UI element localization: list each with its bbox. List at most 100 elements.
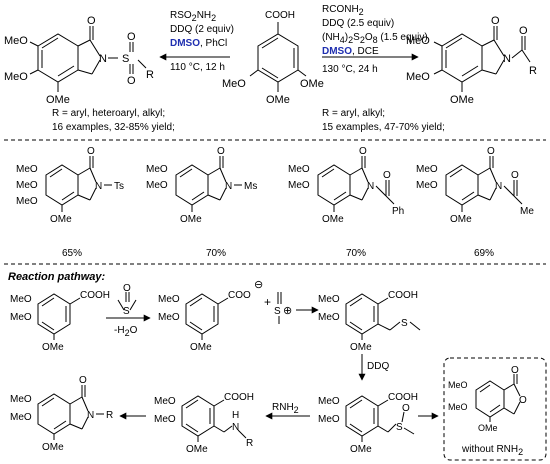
atom-o: O [519,25,528,37]
label-meo: MeO [10,394,32,405]
label-ome: OMe [350,342,372,353]
label-meo: MeO [154,396,176,407]
atom-o: O [511,170,519,181]
label-meo: MeO [158,312,180,323]
label-ome: OMe [186,444,208,455]
yield-ms: 70% [206,248,226,259]
label-cooh: COOH [388,392,418,403]
label-meo: MeO [318,294,340,305]
atom-o: O [402,403,410,414]
label-ome: OMe [450,214,472,225]
yield-benzoyl: 70% [346,248,366,259]
minus-water: -H2O [114,325,138,338]
example-ts-structure [45,156,112,212]
product-sulfonyl-isoindolinone [29,26,147,92]
start-trimethoxybenzoic-acid [249,22,307,92]
label-meo: MeO [16,164,38,175]
atom-s: S [123,306,130,317]
atom-n: N [495,181,502,192]
plus-sign: + [264,295,271,309]
atom-o: O [519,395,527,406]
atom-o: O [87,15,96,27]
atom-s: S [401,318,408,329]
atom-n: N [503,53,511,65]
atom-o: O [217,146,225,157]
label-meo: MeO [318,414,340,425]
atom-o: O [359,146,367,157]
right-scope-r: R = aryl, alkyl; [322,108,385,119]
atom-r: R [146,69,154,81]
side-product-box [443,357,547,461]
label-ome: OMe [42,442,64,453]
label-meo: MeO [448,380,468,390]
right-scope-yield: 15 examples, 47-70% yield; [322,122,445,133]
label-meo: MeO [406,71,430,83]
label-meo: MeO [318,312,340,323]
without-amine-note: without RNH2 [461,444,523,457]
label-cooh: COOH [224,392,254,403]
atom-n: N [87,410,94,421]
label-meo: MeO [158,294,180,305]
atom-s: S [274,306,281,317]
example-benzoyl-structure [317,156,395,212]
label-meo: MeO [288,180,310,191]
start-cooh: COOH [265,10,295,21]
atom-n: N [225,181,232,192]
pathway-acid [37,293,81,340]
atom-o: O [383,170,391,181]
atom-n: N [367,181,374,192]
example-ms-structure [175,156,242,212]
thionium-ion [277,292,282,324]
plus-charge: ⊕ [283,305,292,317]
atom-n: N [232,422,239,433]
label-meo: MeO [288,164,310,175]
atom-r: R [246,438,253,449]
label-ome: OMe [180,214,202,225]
label-ome: OMe [478,423,498,433]
yield-acetyl: 69% [474,248,494,259]
pathway-sulfoxide-acid [345,395,415,442]
product-acyl-isoindolinone [433,26,531,92]
right-condition-ddq: DDQ (2.5 equiv) [322,18,394,29]
left-condition-solvent: DMSO, PhCl [170,38,227,49]
yield-ts: 65% [62,248,82,259]
right-condition-temp: 130 °C, 24 h [322,64,378,75]
label-meo: MeO [16,180,38,191]
label-meo: MeO [406,35,430,47]
pathway-title: Reaction pathway: [8,271,106,283]
atom-n: N [99,53,107,65]
right-condition-reagent: RCONH2 [322,4,364,17]
substituent-me: Me [520,206,534,217]
dmso-reagent [117,292,137,311]
atom-h: H [232,410,239,421]
atom-o: O [79,375,87,386]
atom-r: R [106,410,113,421]
atom-o: O [487,146,495,157]
label-ome: OMe [42,342,64,353]
label-ome: OMe [50,214,72,225]
left-condition-reagent: RSO2NH2 [170,10,216,23]
label-ome: OMe [190,342,212,353]
lactone-structure [475,374,521,422]
left-condition-temp: 110 °C, 12 h [170,62,225,73]
left-scope-yield: 16 examples, 32-85% yield; [52,122,175,133]
label-ome: OMe [450,94,474,106]
label-meo: MeO [318,396,340,407]
atom-r: R [529,65,537,77]
pathway-amine-acid [181,395,247,442]
label-cooh: COOH [80,290,110,301]
label-ome: OMe [46,94,70,106]
label-meo: MeO [10,294,32,305]
left-scope-r: R = aryl, heteroaryl, alkyl; [52,108,165,119]
amine-reagent: RNH2 [272,402,299,415]
label-ome: OMe [300,78,324,90]
label-meo: MeO [16,196,38,207]
label-ome: OMe [322,214,344,225]
atom-o: O [127,31,136,43]
label-meo: MeO [416,164,438,175]
label-meo: MeO [448,402,468,412]
atom-o: O [491,15,500,27]
atom-o: O [511,365,519,376]
atom-s: S [396,422,403,433]
